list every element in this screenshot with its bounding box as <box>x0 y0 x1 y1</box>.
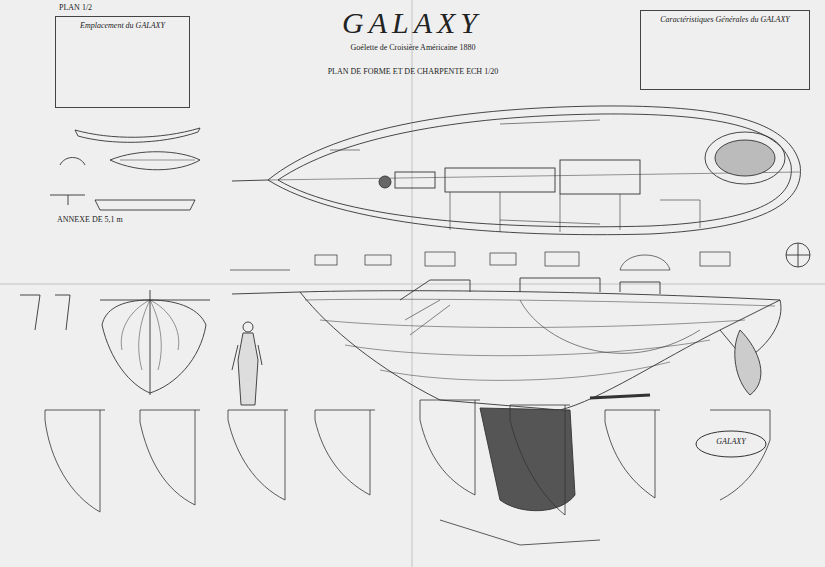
title-block: Emplacement du GALAXY <box>55 16 190 108</box>
stern-cartouche: GALAXY <box>695 430 767 458</box>
block-text: Caractéristiques Générales du GALAXY <box>646 15 804 25</box>
title-block: Caractéristiques Générales du GALAXY <box>640 10 810 90</box>
plan-label: Goélette de Croisière Américaine 1880 <box>312 44 514 53</box>
plan-label: ANNEXE DE 5,1 m <box>56 216 124 225</box>
plan-label: PLAN DE FORME ET DE CHARPENTE ECH 1/20 <box>312 68 514 77</box>
block-text: Emplacement du GALAXY <box>61 21 184 31</box>
title: GALAXY <box>312 6 512 40</box>
block-text: GALAXY <box>701 437 761 447</box>
plan-label: PLAN 1/2 <box>58 4 93 13</box>
